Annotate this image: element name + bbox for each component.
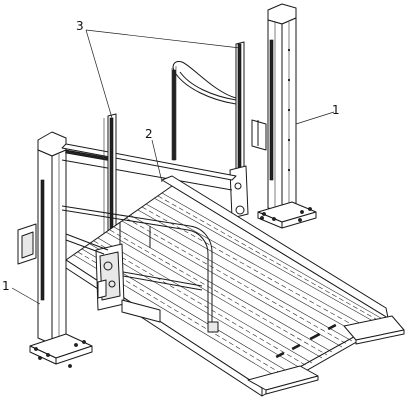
left-side-rail [65, 233, 109, 255]
carriage-mechanism [95, 243, 161, 323]
left-post [17, 131, 93, 368]
handrail [61, 205, 219, 333]
right-chain-guide [171, 41, 249, 219]
right-post [257, 3, 317, 229]
label-chain: 3 [76, 19, 84, 33]
right-lever [251, 119, 267, 151]
top-crossbeam [61, 143, 237, 191]
label-platform: 2 [145, 127, 153, 141]
label-post-left: 1 [2, 279, 10, 293]
platform [65, 175, 405, 397]
label-post-right: 1 [332, 103, 340, 117]
leader-lines [11, 29, 335, 305]
